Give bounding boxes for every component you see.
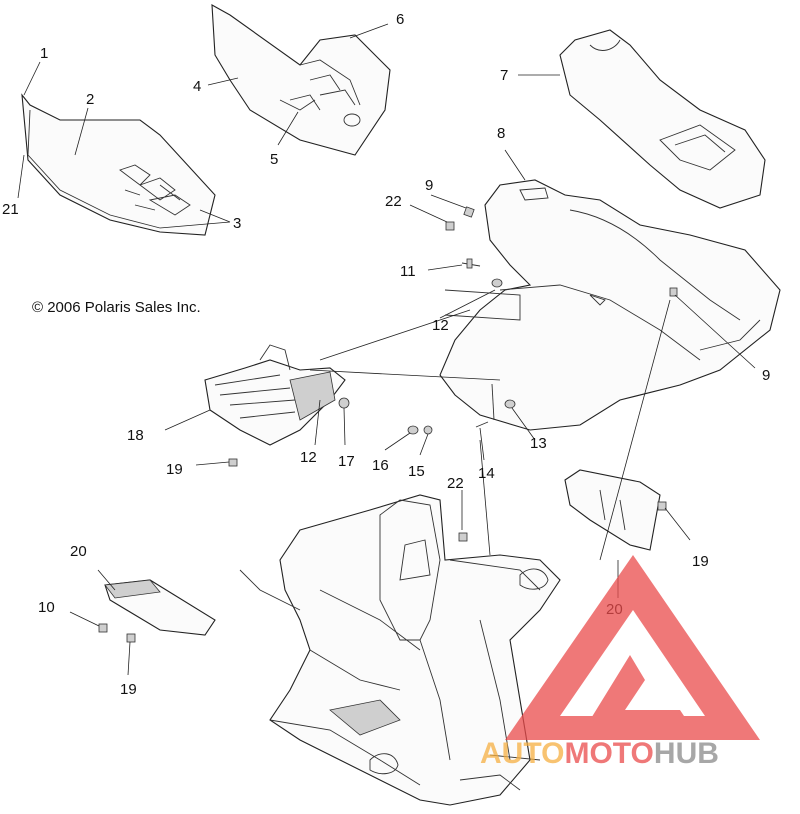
callout-21: 21 [2,201,19,218]
callout-12a: 12 [432,317,449,334]
chassis-frame [239,494,561,806]
callout-1: 1 [40,45,48,62]
callout-11: 11 [400,263,416,280]
callout-20a: 20 [70,543,87,560]
callout-22b: 22 [447,475,464,492]
callout-16: 16 [372,457,389,474]
callout-9b: 9 [762,367,770,384]
callout-13: 13 [530,435,547,452]
skid-plate-right [564,469,661,551]
seat-cover [559,29,766,209]
callout-10: 10 [38,599,55,616]
callout-8: 8 [497,125,505,142]
watermark-hub: HUB [654,737,719,770]
callout-5: 5 [270,151,278,168]
watermark-triangle-logo [505,555,760,740]
callout-15: 15 [408,463,425,480]
watermark-text-auto: AUTOMOTOHUB [480,737,719,770]
leader-lines [17,23,756,676]
rear-bracket [204,344,346,446]
footwell-panel-left [21,93,216,236]
callout-19c: 19 [120,681,137,698]
callout-14: 14 [478,465,495,482]
callout-18: 18 [127,427,144,444]
callout-12b: 12 [300,449,317,466]
callout-19a: 19 [166,461,183,478]
callout-9a: 9 [425,177,433,194]
callout-17: 17 [338,453,355,470]
callout-22a: 22 [385,193,402,210]
watermark-moto: MOTO [564,737,653,770]
seat-assembly [439,179,781,431]
callout-labels: 1 2 3 4 5 6 7 8 9 22 11 12 9 18 12 17 16… [2,11,770,698]
callout-7: 7 [500,67,508,84]
callout-2: 2 [86,91,94,108]
callout-19b: 19 [692,553,709,570]
copyright-text: © 2006 Polaris Sales Inc. [32,299,201,316]
callout-6: 6 [396,11,404,28]
skid-plate-left [104,579,216,636]
footwell-panel-upper [211,4,391,156]
automotohub-watermark: AUTOMOTOHUB [480,555,760,770]
callout-4: 4 [193,78,201,95]
callout-3: 3 [233,215,241,232]
watermark-auto: AUTO [480,737,564,770]
fasteners [98,206,678,643]
